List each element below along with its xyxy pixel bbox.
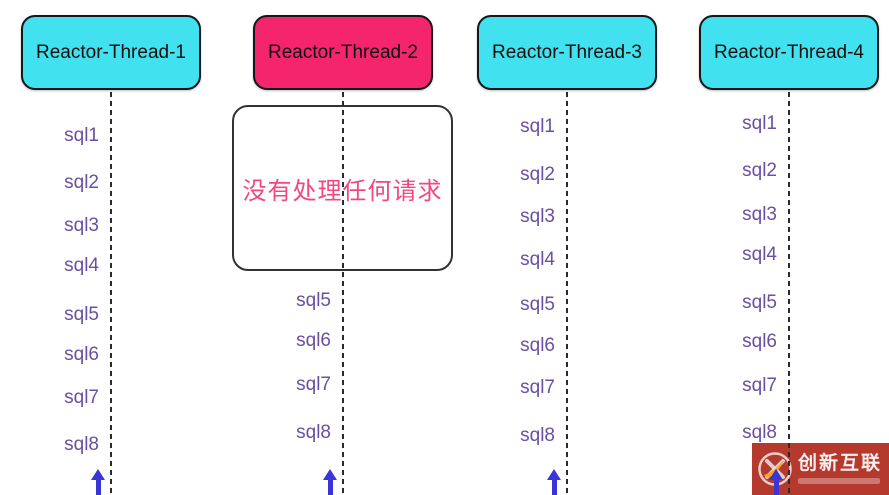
task-label: sql7 xyxy=(742,375,777,396)
up-arrow-head xyxy=(91,469,105,480)
task-label: sql4 xyxy=(64,255,99,276)
task-label: sql5 xyxy=(520,294,555,315)
watermark-text: 创新互联 xyxy=(798,454,882,484)
task-label: sql1 xyxy=(64,125,99,146)
lifeline-dashed-line xyxy=(110,92,112,495)
thread-header-2: Reactor-Thread-2 xyxy=(253,15,433,90)
task-label: sql8 xyxy=(296,422,331,443)
up-arrow-icon xyxy=(546,469,562,495)
task-label: sql3 xyxy=(742,204,777,225)
task-label: sql6 xyxy=(296,330,331,351)
task-label: sql1 xyxy=(742,113,777,134)
thread-header-4: Reactor-Thread-4 xyxy=(699,15,879,90)
up-arrow-head xyxy=(547,469,561,480)
task-label: sql4 xyxy=(742,244,777,265)
task-label: sql2 xyxy=(520,164,555,185)
up-arrow-icon xyxy=(322,469,338,495)
lifeline-dashed-line xyxy=(788,92,790,495)
lifeline-dashed-line xyxy=(566,92,568,495)
up-arrow-icon xyxy=(90,469,106,495)
watermark-subtitle-bar xyxy=(798,478,880,484)
task-label: sql8 xyxy=(742,422,777,443)
task-label: sql6 xyxy=(64,344,99,365)
task-label: sql7 xyxy=(520,377,555,398)
task-label: sql5 xyxy=(64,304,99,325)
task-label: sql4 xyxy=(520,249,555,270)
task-label: sql7 xyxy=(64,387,99,408)
thread-header-3: Reactor-Thread-3 xyxy=(477,15,657,90)
task-label: sql7 xyxy=(296,374,331,395)
up-arrow-stem xyxy=(551,480,557,495)
task-label: sql6 xyxy=(520,335,555,356)
up-arrow-stem xyxy=(95,480,101,495)
task-label: sql5 xyxy=(742,292,777,313)
task-label: sql8 xyxy=(64,434,99,455)
up-arrow-stem xyxy=(327,480,333,495)
task-label: sql5 xyxy=(296,290,331,311)
task-label: sql3 xyxy=(64,215,99,236)
thread-header-1: Reactor-Thread-1 xyxy=(21,15,201,90)
task-label: sql2 xyxy=(64,172,99,193)
task-label: sql8 xyxy=(520,425,555,446)
up-arrow-head xyxy=(769,469,783,480)
idle-note-text: 没有处理任何请求 xyxy=(242,177,443,205)
up-arrow-head xyxy=(323,469,337,480)
task-label: sql6 xyxy=(742,331,777,352)
up-arrow-icon xyxy=(768,469,784,495)
lifeline-dashed-line xyxy=(342,92,344,495)
up-arrow-stem xyxy=(773,480,779,495)
watermark-brand: 创新互联 xyxy=(798,453,883,474)
task-label: sql2 xyxy=(742,160,777,181)
task-label: sql3 xyxy=(520,206,555,227)
task-label: sql1 xyxy=(520,116,555,137)
